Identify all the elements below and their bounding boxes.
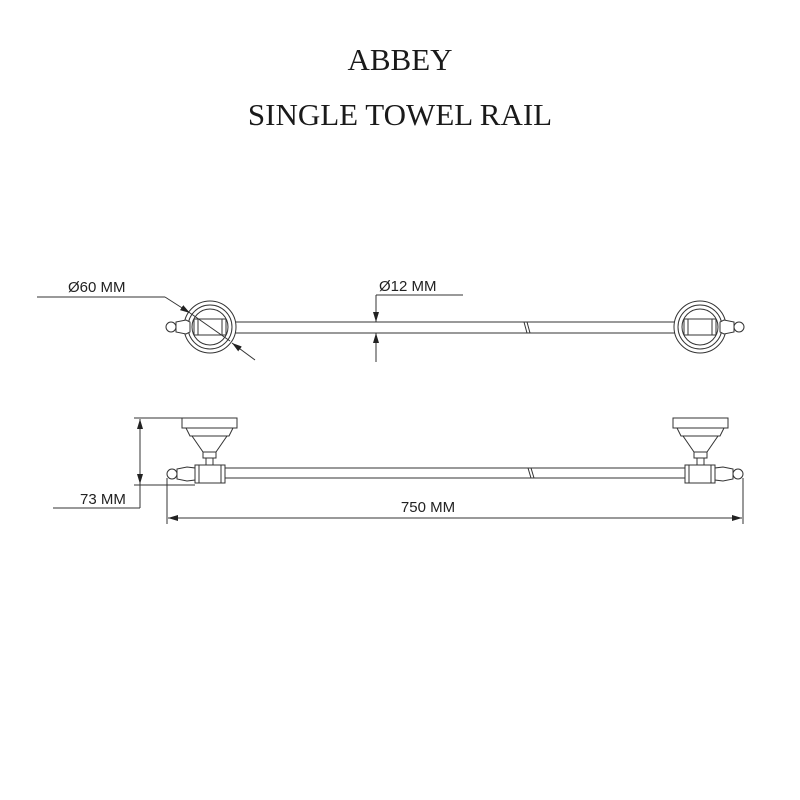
rosette-diameter-label: Ø60 MM	[68, 279, 126, 296]
left-rosette	[165, 300, 237, 354]
rail-diameter-label: Ø12 MM	[379, 278, 437, 295]
side-view: 73 MM 750 MM	[53, 417, 744, 524]
projection-label: 73 MM	[80, 491, 126, 508]
rail-side-view	[224, 467, 686, 479]
product-type: SINGLE TOWEL RAIL	[247, 97, 553, 132]
right-rosette	[673, 300, 745, 354]
product-name: ABBEY	[347, 42, 453, 77]
top-view: Ø60 MM Ø12 MM	[37, 278, 745, 362]
rail-top-view	[225, 321, 685, 334]
length-label: 750 MM	[401, 499, 455, 516]
break-mark	[523, 321, 531, 334]
